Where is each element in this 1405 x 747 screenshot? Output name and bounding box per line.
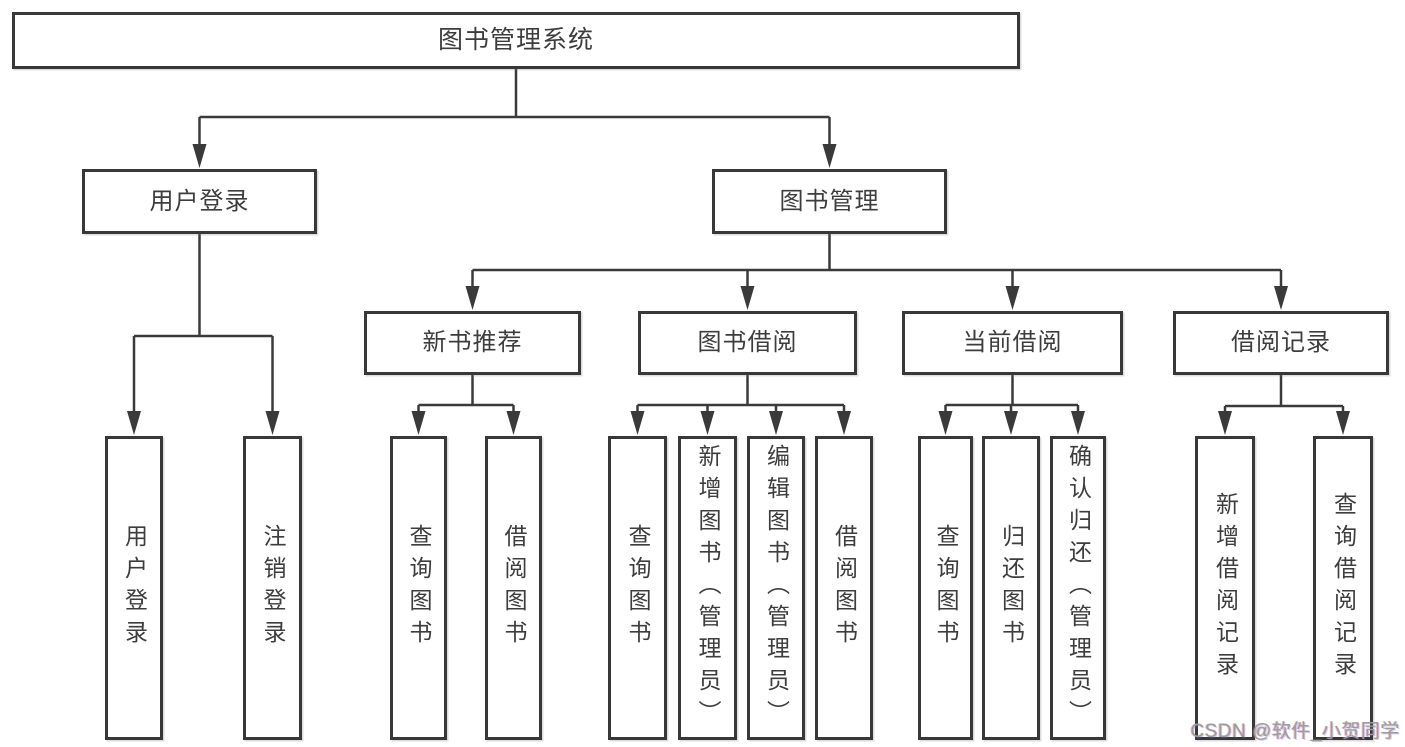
diagram-node-login-user: 用户登录 (105, 436, 163, 740)
diagram-node-records-add: 新增借阅记录 (1195, 436, 1255, 740)
node-label: 图书管理系统 (437, 26, 594, 54)
node-label: 图书管理 (779, 187, 880, 215)
diagram-node-records: 借阅记录 (1173, 311, 1389, 375)
node-label: 查询图书 (933, 524, 959, 652)
diagram-node-current-confirm: 确认归还（管理员） (1050, 436, 1106, 740)
node-label: 当前借阅 (962, 329, 1063, 356)
node-label: 编辑图书（管理员） (763, 444, 790, 732)
diagram-node-current-return: 归还图书 (982, 436, 1040, 740)
diagram-node-borrow-edit: 编辑图书（管理员） (747, 436, 805, 740)
node-label: 借阅图书 (831, 524, 858, 652)
diagram-node-rec-borrow: 借阅图书 (485, 436, 542, 740)
diagram-node-borrow-lend: 借阅图书 (815, 436, 873, 740)
node-label: 注销登录 (260, 524, 286, 652)
node-label: 用户登录 (121, 524, 148, 652)
node-label: 查询借阅记录 (1330, 492, 1357, 684)
node-label: 新增图书（管理员） (695, 444, 721, 732)
watermark: CSDN @软件_小贺同学 (1190, 721, 1400, 742)
diagram-node-current: 当前借阅 (902, 311, 1123, 375)
diagram-node-borrow-query: 查询图书 (608, 436, 667, 740)
node-label: 归还图书 (998, 524, 1025, 652)
diagram-node-records-query: 查询借阅记录 (1313, 436, 1373, 740)
diagram-node-login-logout: 注销登录 (243, 436, 302, 740)
node-label: 用户登录 (149, 187, 250, 215)
diagram-node-borrow: 图书借阅 (638, 311, 857, 375)
diagram-node-rec: 新书推荐 (364, 311, 581, 375)
diagram-node-root: 图书管理系统 (12, 12, 1020, 69)
node-label: 查询图书 (406, 524, 432, 652)
diagram-node-current-query: 查询图书 (918, 436, 973, 740)
diagram-node-mgmt: 图书管理 (712, 169, 947, 234)
diagram-node-borrow-add: 新增图书（管理员） (678, 436, 737, 740)
node-label: 新书推荐 (422, 329, 523, 356)
node-label: 借阅记录 (1231, 329, 1331, 356)
node-label: 查询图书 (625, 524, 651, 652)
diagram-node-login: 用户登录 (82, 169, 317, 234)
node-label: 图书借阅 (697, 329, 798, 356)
node-label: 新增借阅记录 (1212, 492, 1239, 684)
diagram-node-rec-query: 查询图书 (390, 436, 447, 740)
node-label: 确认归还（管理员） (1065, 444, 1092, 732)
node-label: 借阅图书 (501, 524, 527, 652)
